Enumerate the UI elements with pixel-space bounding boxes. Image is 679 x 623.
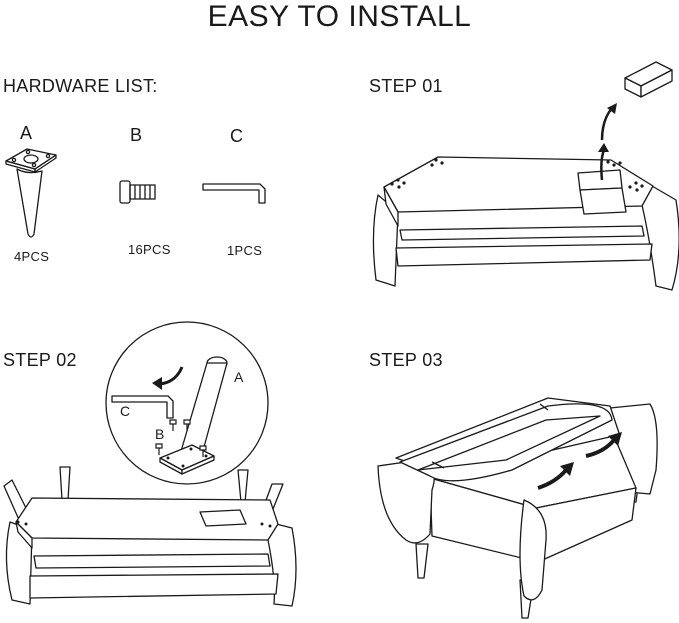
hardware-qty-c: 1PCS (227, 243, 263, 258)
hardware-letter-b: B (130, 125, 143, 145)
step-01-label: STEP 01 (369, 76, 443, 96)
hardware-list-heading: HARDWARE LIST: (3, 76, 158, 96)
hardware-letter-a: A (20, 123, 33, 143)
step-02-callout-leg: A (234, 369, 244, 385)
hardware-qty-b: 16PCS (128, 242, 171, 257)
hardware-qty-a: 4PCS (14, 249, 50, 264)
step-03-label: STEP 03 (369, 350, 443, 370)
page-title: EASY TO INSTALL (207, 0, 472, 33)
step-02-callout-wrench: C (120, 403, 131, 419)
hardware-letter-c: C (230, 126, 243, 146)
step-02-callout-bolt: B (155, 426, 165, 442)
step-02-label: STEP 02 (3, 350, 77, 370)
